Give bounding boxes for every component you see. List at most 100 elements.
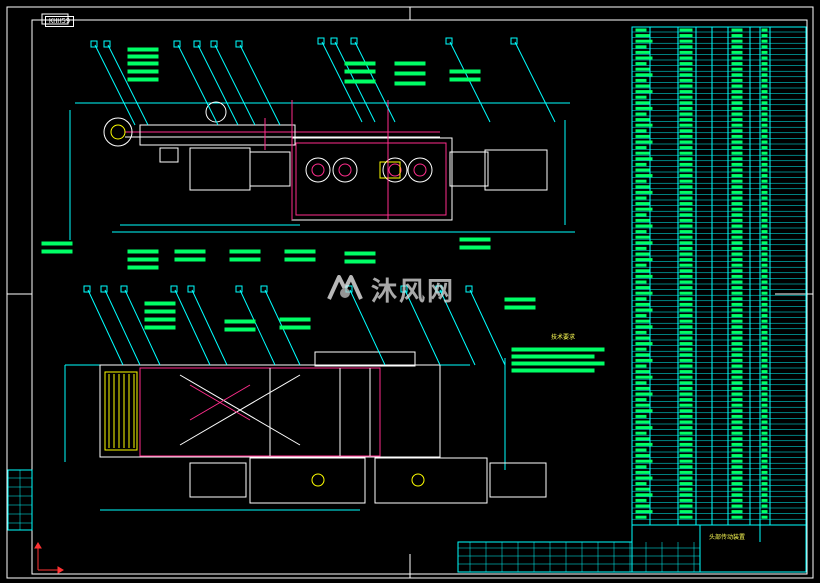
parts-cell-a: [635, 291, 653, 295]
leader-bot-4: [191, 289, 228, 366]
parts-cell-a: [635, 403, 650, 407]
parts-cell-b: [679, 274, 693, 278]
balloon-bot-5: [235, 285, 243, 293]
parts-cell-a: [635, 308, 653, 312]
parts-cell-c: [731, 241, 743, 245]
parts-cell-b: [679, 291, 693, 295]
parts-cell-d: [761, 347, 768, 351]
parts-cell-a: [635, 56, 653, 60]
parts-cell-d: [761, 246, 768, 250]
brace-4: [189, 384, 251, 421]
parts-cell-b: [679, 454, 693, 458]
parts-cell-b: [679, 269, 693, 273]
revision-block: [7, 469, 33, 531]
parts-cell-b: [679, 325, 693, 329]
label-text-1: [127, 54, 159, 59]
label-text-17: [127, 265, 159, 270]
parts-cell-a: [635, 78, 647, 82]
parts-cell-a: [635, 330, 647, 334]
parts-cell-a: [635, 437, 650, 441]
parts-cell-b: [679, 487, 693, 491]
watermark-logo-icon: [327, 275, 363, 300]
label-text-6: [344, 69, 376, 74]
parts-cell-a: [635, 230, 647, 234]
plan-motor-left: [189, 462, 247, 498]
parts-cell-d: [761, 28, 768, 32]
parts-cell-c: [731, 118, 743, 122]
parts-cell-a: [635, 174, 653, 178]
parts-cell-d: [761, 118, 768, 122]
motor-right: [484, 149, 548, 191]
parts-cell-d: [761, 95, 768, 99]
parts-cell-c: [731, 274, 743, 278]
parts-cell-d: [761, 426, 768, 430]
coupling-left: [249, 151, 291, 187]
parts-cell-d: [761, 50, 768, 54]
parts-cell-b: [679, 168, 693, 172]
parts-cell-b: [679, 258, 693, 262]
parts-cell-b: [679, 34, 693, 38]
leader-top-5: [239, 44, 281, 126]
parts-cell-c: [731, 291, 743, 295]
parts-cell-b: [679, 230, 693, 234]
coupling-right: [449, 151, 489, 187]
leader-top-3: [197, 44, 239, 126]
balloon-top-9: [445, 37, 453, 45]
parts-cell-b: [679, 386, 693, 390]
parts-cell-b: [679, 207, 693, 211]
leader-top-1: [107, 44, 149, 126]
parts-cell-a: [635, 465, 647, 469]
parts-cell-a: [635, 286, 650, 290]
label-text-10: [394, 81, 426, 86]
parts-cell-a: [635, 62, 647, 66]
parts-cell-d: [761, 403, 768, 407]
label-text-18: [174, 249, 206, 254]
parts-cell-d: [761, 392, 768, 396]
parts-cell-b: [679, 218, 693, 222]
parts-cell-b: [679, 465, 693, 469]
parts-cell-c: [731, 190, 743, 194]
parts-cell-c: [731, 146, 743, 150]
parts-cell-c: [731, 151, 743, 155]
parts-cell-b: [679, 179, 693, 183]
parts-cell-c: [731, 207, 743, 211]
parts-cell-d: [761, 442, 768, 446]
parts-cell-c: [731, 280, 743, 284]
label-text-13: [41, 241, 73, 246]
parts-cell-c: [731, 336, 743, 340]
gear-marker: [379, 161, 401, 179]
parts-cell-b: [679, 381, 693, 385]
parts-cell-a: [635, 314, 647, 318]
parts-cell-b: [679, 73, 693, 77]
parts-cell-c: [731, 129, 743, 133]
parts-cell-d: [761, 302, 768, 306]
balloon-bot-8: [400, 285, 408, 293]
parts-cell-c: [731, 386, 743, 390]
parts-cell-b: [679, 370, 693, 374]
parts-cell-d: [761, 56, 768, 60]
parts-cell-c: [731, 297, 743, 301]
parts-cell-a: [635, 442, 653, 446]
label-text-2: [127, 61, 159, 66]
parts-cell-b: [679, 314, 693, 318]
parts-cell-c: [731, 235, 743, 239]
parts-cell-a: [635, 493, 653, 497]
parts-cell-d: [761, 235, 768, 239]
parts-cell-a: [635, 246, 647, 250]
label-text-27: [459, 245, 491, 250]
parts-cell-a: [635, 370, 650, 374]
leader-bot-9: [439, 289, 476, 366]
parts-cell-d: [761, 482, 768, 486]
plan-motor-right: [489, 462, 547, 498]
parts-cell-d: [761, 504, 768, 508]
parts-cell-a: [635, 134, 650, 138]
title-block: [457, 524, 807, 573]
parts-cell-a: [635, 353, 650, 357]
label-text-32: [224, 319, 256, 324]
parts-cell-b: [679, 129, 693, 133]
parts-cell-b: [679, 224, 693, 228]
label-text-25: [344, 259, 376, 264]
parts-cell-c: [731, 196, 743, 200]
ucs-x-arrow: [57, 566, 64, 574]
parts-cell-b: [679, 185, 693, 189]
